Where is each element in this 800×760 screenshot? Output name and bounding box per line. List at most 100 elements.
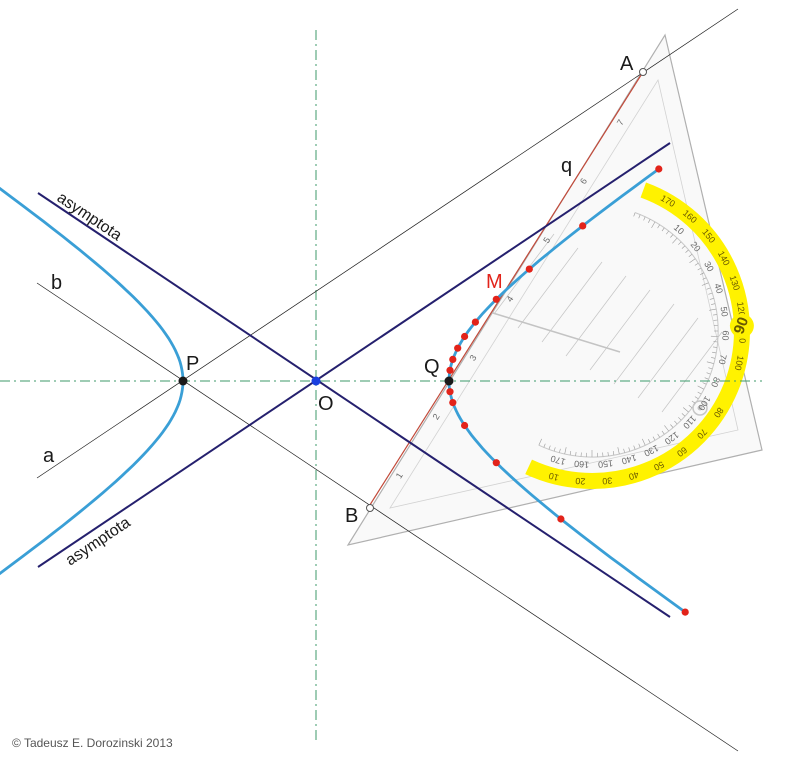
scale-tick xyxy=(551,199,560,206)
scale-tick xyxy=(604,114,613,121)
construction-point xyxy=(579,222,587,230)
protractor-tick xyxy=(704,377,709,380)
protractor-tick xyxy=(706,372,711,375)
protractor-tick xyxy=(564,447,567,455)
protractor-tick xyxy=(702,382,707,385)
ruler-number: 1 xyxy=(394,471,405,481)
protractor-tick xyxy=(670,234,674,238)
protractor-tick xyxy=(612,451,615,456)
protractor-inner-label: 140 xyxy=(620,453,637,467)
protractor-tick xyxy=(569,451,572,456)
guide-line xyxy=(469,305,621,353)
protractor-inner-label: 60 xyxy=(720,330,730,340)
line-b-through-B xyxy=(36,282,739,752)
protractor-tick xyxy=(712,346,717,348)
label-A: A xyxy=(620,53,634,75)
protractor-tick xyxy=(661,430,665,435)
line-a-through-A xyxy=(36,8,739,479)
scale-tick xyxy=(518,505,521,515)
scale-tick xyxy=(693,155,700,158)
protractor-tick xyxy=(648,439,651,443)
point-Q xyxy=(444,376,454,386)
protractor-tick xyxy=(661,227,665,232)
label-asymptote-lower: asymptota xyxy=(63,514,134,569)
protractor-ticks xyxy=(538,212,718,457)
protractor-degree-label: 70 xyxy=(695,427,709,441)
protractor-tick xyxy=(651,221,656,229)
protractor-tick xyxy=(697,391,702,395)
scale-tick xyxy=(372,539,375,545)
protractor-inner-label: 40 xyxy=(712,282,725,295)
protractor-degree-label: 100 xyxy=(733,355,746,372)
scale-tick xyxy=(687,130,697,133)
protractor-tick xyxy=(697,385,704,390)
protractor-tick xyxy=(633,445,636,450)
ruler-number: 5 xyxy=(541,235,552,245)
guide-line xyxy=(613,303,675,385)
set-square-hole-center xyxy=(697,405,703,411)
scale-tick xyxy=(670,57,677,60)
label-M: M xyxy=(486,271,503,293)
scale-tick xyxy=(620,95,626,100)
construction-point xyxy=(492,295,500,303)
protractor-tick xyxy=(709,298,714,300)
protractor-tick xyxy=(657,433,660,438)
protractor-inner-label: 80 xyxy=(709,376,722,389)
protractor-tick xyxy=(688,254,693,257)
protractor-degree-label: 30 xyxy=(602,475,613,486)
construction-points xyxy=(446,165,689,616)
ruler-number: 4 xyxy=(504,294,515,304)
protractor-inner-arc xyxy=(538,212,719,458)
protractor-inner-label: 150 xyxy=(598,458,614,469)
protractor-tick xyxy=(575,451,577,456)
protractor-tick xyxy=(708,292,713,295)
scale-tick xyxy=(737,455,740,462)
label-Q: Q xyxy=(424,356,440,378)
protractor-degree-label: 50 xyxy=(652,459,665,472)
protractor-tick xyxy=(688,405,693,408)
protractor-tick xyxy=(548,445,551,450)
construction-point xyxy=(681,608,689,616)
protractor-tick xyxy=(538,438,542,446)
guide-line xyxy=(637,317,699,399)
protractor-tick xyxy=(623,448,625,453)
ruler-number: 6 xyxy=(578,176,589,186)
protractor-tick xyxy=(712,351,717,354)
protractor-tick xyxy=(697,267,702,271)
scale-tick xyxy=(756,423,762,426)
protractor-tick xyxy=(711,303,716,305)
guide-line xyxy=(589,289,651,371)
label-a: a xyxy=(43,445,55,467)
protractor-tick xyxy=(709,308,717,311)
protractor-inner-label: 70 xyxy=(717,353,729,365)
protractor-tick xyxy=(628,447,631,452)
construction-point xyxy=(446,366,454,374)
construction-point xyxy=(446,388,454,396)
protractor-tick xyxy=(638,214,641,219)
label-P: P xyxy=(186,353,199,375)
protractor: 1020304050607080100110120130140150160170… xyxy=(525,182,754,489)
protractor-band xyxy=(525,182,750,489)
protractor-tick xyxy=(681,413,686,417)
construction-point xyxy=(655,165,663,173)
point-B xyxy=(366,504,374,512)
protractor-tick xyxy=(689,258,696,263)
scale-tick xyxy=(420,528,424,538)
scale-tick xyxy=(593,137,600,142)
construction-point xyxy=(492,459,500,467)
guide-line xyxy=(517,247,579,329)
protractor-tick xyxy=(559,448,561,453)
protractor-tick xyxy=(712,314,717,316)
protractor-tick xyxy=(664,425,669,432)
protractor-inner-label: 20 xyxy=(689,240,703,254)
protractor-tick xyxy=(643,216,646,221)
protractor-degree-label: 130 xyxy=(728,274,742,291)
point-P xyxy=(178,376,188,386)
scale-tick xyxy=(396,533,399,540)
protractor-tick xyxy=(702,277,707,280)
protractor-outer-scale: 1020304050607080100110120130140150160170 xyxy=(548,193,748,487)
protractor-tick xyxy=(674,420,678,425)
